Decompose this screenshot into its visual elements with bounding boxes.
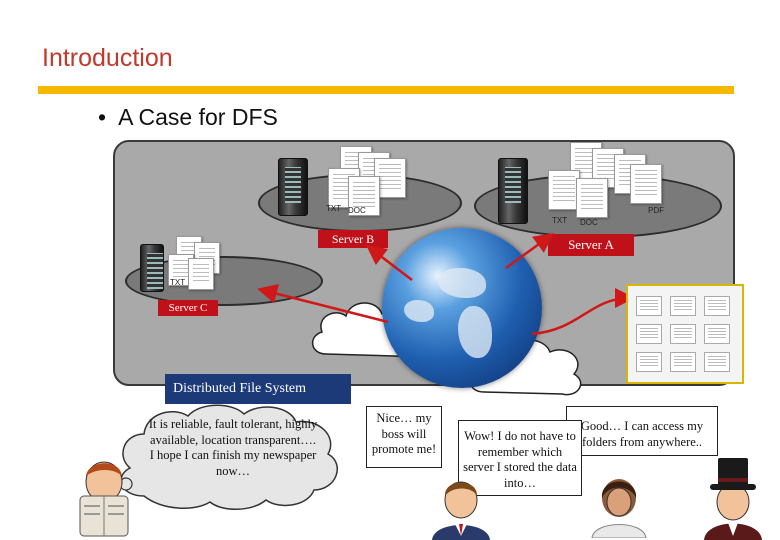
document-icon <box>188 258 214 290</box>
doc-type-label: TXT <box>170 278 186 287</box>
reader-thought-text: It is reliable, fault tolerant, highly a… <box>148 417 318 478</box>
title-rule <box>38 86 734 94</box>
shared-files-panel <box>626 284 744 384</box>
server-a-tower-icon <box>498 158 528 224</box>
link-to-server-b <box>366 244 413 281</box>
document-icon <box>630 164 662 204</box>
server-a-label: Server A <box>548 234 634 256</box>
boss-speech-bubble: Nice… my boss will promote me! <box>366 406 442 468</box>
server-b-tower-icon <box>278 158 308 216</box>
bullet-dot-icon: • <box>98 104 107 130</box>
doc-type-label: PDF <box>648 206 664 215</box>
document-icon <box>348 176 380 216</box>
document-icon <box>704 296 730 316</box>
doc-type-label: DOC <box>348 206 366 215</box>
slide-title: Introduction <box>42 44 173 72</box>
globe-icon <box>382 228 542 388</box>
document-icon <box>548 170 580 210</box>
dfs-label: Distributed File System <box>165 374 351 404</box>
document-icon <box>704 352 730 372</box>
doc-type-label: DOC <box>580 218 598 227</box>
remember-speech-bubble: Wow! I do not have to remember which ser… <box>458 420 582 496</box>
bullet-item: • A Case for DFS <box>98 104 278 131</box>
globe-landmass <box>438 268 486 298</box>
doc-type-label: TXT <box>326 204 342 213</box>
document-icon <box>636 296 662 316</box>
document-icon <box>576 178 608 218</box>
document-icon <box>670 296 696 316</box>
document-icon <box>670 324 696 344</box>
woman-avatar <box>591 479 647 538</box>
server-c-label: Server C <box>158 300 218 316</box>
document-icon <box>636 324 662 344</box>
globe-landmass <box>458 306 492 358</box>
document-icon <box>670 352 696 372</box>
document-icon <box>704 324 730 344</box>
document-icon <box>570 142 602 182</box>
top-hat-gentleman-avatar <box>704 458 762 540</box>
employee-avatar <box>432 481 490 540</box>
server-c-tower-icon <box>140 244 164 292</box>
globe-landmass <box>404 300 434 322</box>
document-icon <box>636 352 662 372</box>
link-to-server-c <box>257 284 389 324</box>
link-to-files <box>531 288 635 336</box>
newspaper-reader-avatar <box>79 461 129 537</box>
server-b-label: Server B <box>318 230 388 248</box>
link-to-server-a <box>505 233 555 270</box>
bullet-text: A Case for DFS <box>118 104 278 130</box>
doc-type-label: TXT <box>552 216 568 225</box>
anywhere-speech-bubble: Good… I can access my folders from anywh… <box>566 406 718 456</box>
